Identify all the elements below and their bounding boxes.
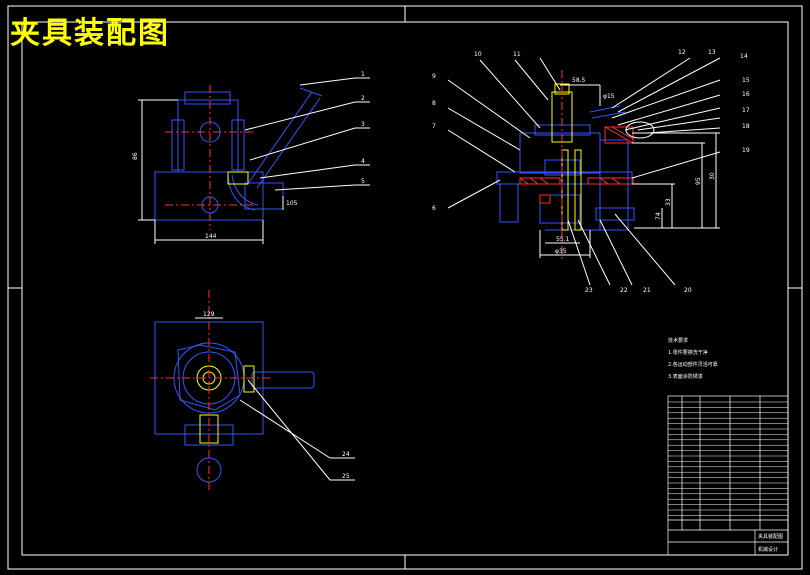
drawing-title: 夹具装配图 [10,16,170,51]
technical-notes: 技术要求 1.零件要擦洗干净 2.各运动部件灵活可靠 3.表面涂防锈漆 [668,337,718,380]
callout-15: 15 [742,77,750,84]
callout-4: 4 [361,158,365,165]
callout-7: 7 [432,123,436,130]
notes-heading: 技术要求 [668,337,688,344]
section-dims: 58.5 φ15 95 30 33 74 55.1 φ35 [555,77,716,255]
callout-23: 23 [585,287,593,294]
callout-14: 14 [740,53,748,60]
titleblock-org: 机械设计 [758,546,778,553]
callout-8: 8 [432,100,436,107]
parts-list-rows [668,401,788,516]
plan-top-dim: 129 [203,311,215,318]
callout-13: 13 [708,49,716,56]
sec-dim-top: 58.5 [572,77,586,84]
sec-dim-v1: 95 [695,177,702,185]
title-block-text: 夹具装配图 机械设计 [758,533,783,553]
callout-18: 18 [742,123,750,130]
section-view [447,57,721,286]
notes-line-3: 3.表面涂防锈漆 [668,373,703,380]
callout-10: 10 [474,51,482,58]
front-height-dim: 86 [132,152,139,160]
front-side-dim: 105 [286,200,298,207]
callout-21: 21 [643,287,651,294]
front-width-dim: 144 [205,233,217,240]
inner-border [21,21,789,556]
callout-3: 3 [361,121,365,128]
notes-line-2: 2.各运动部件灵活可靠 [668,361,718,368]
callout-12: 12 [678,49,686,56]
callout-2: 2 [361,95,365,102]
callout-5: 5 [361,178,365,185]
sec-dim-b2: φ35 [555,248,567,255]
callout-6: 6 [432,205,436,212]
plan-view [150,290,355,490]
callout-19: 19 [742,147,750,154]
callout-24: 24 [342,451,350,458]
callout-1: 1 [361,71,365,78]
front-callouts: 1 2 3 4 5 [361,71,365,185]
notes-line-1: 1.零件要擦洗干净 [668,349,708,356]
outer-border [7,5,803,570]
callout-9: 9 [432,73,436,80]
sec-dim-v2: 30 [709,172,716,180]
callout-22: 22 [620,287,628,294]
callout-25: 25 [342,473,350,480]
callout-16: 16 [742,91,750,98]
sec-dim-top2: φ15 [603,93,615,100]
border-ticks [8,6,802,569]
sec-dim-v4: 74 [655,212,662,220]
front-view [138,77,370,244]
callout-17: 17 [742,107,750,114]
titleblock-name: 夹具装配图 [758,533,783,540]
sec-dim-b1: 55.1 [556,236,570,243]
sec-dim-v3: 33 [665,198,672,206]
callout-11: 11 [513,51,521,58]
section-callouts: 10 11 12 13 14 9 8 7 6 15 16 17 18 19 23… [432,49,750,294]
title-block [667,395,789,556]
callout-20: 20 [684,287,692,294]
